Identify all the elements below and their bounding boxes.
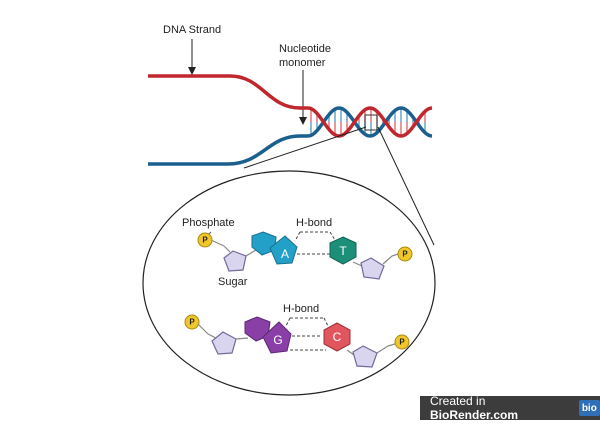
phosphate-top-right — [397, 246, 413, 262]
helix-strand-red — [307, 106, 433, 138]
label-hbond-bottom: H-bond — [283, 303, 319, 315]
adenine-ring-b — [269, 235, 298, 265]
adenine-ring-a — [251, 231, 277, 256]
base-adenine: A — [281, 247, 289, 261]
watermark-brand: BioRender.com — [430, 408, 519, 422]
label-phosphate: Phosphate — [182, 217, 235, 229]
dna-strand-red-flat — [148, 74, 308, 110]
biorender-logo: bio — [578, 400, 600, 416]
phosphate-bottom-left — [184, 314, 200, 330]
helix-strand-blue — [307, 106, 433, 138]
arrowhead-dna-strand — [188, 67, 196, 75]
guanine-ring-b — [262, 321, 292, 354]
label-hbond-top: H-bond — [296, 217, 332, 229]
sugar-bottom-left — [211, 331, 237, 355]
guanine-ring-a — [244, 316, 271, 342]
arrowhead-nucleotide — [299, 117, 307, 125]
biorender-watermark: Created in BioRender.com bio — [420, 394, 600, 422]
label-dna-strand: DNA Strand — [163, 24, 221, 36]
base-cytosine: C — [333, 330, 342, 344]
thymine-ring — [329, 236, 357, 265]
base-thymine: T — [339, 244, 347, 258]
phosphate-bottom-right — [394, 334, 410, 350]
phosphate-bottom-right-label: P — [399, 338, 405, 347]
zoom-line-right — [377, 126, 435, 246]
phosphate-top-left-label: P — [202, 236, 208, 245]
base-guanine: G — [273, 333, 282, 347]
sugar-top-left — [223, 250, 247, 272]
watermark-prefix: Created in — [430, 394, 486, 408]
dna-strand-blue-flat — [148, 134, 308, 166]
zoom-ellipse — [142, 170, 436, 396]
zoom-line-left — [243, 126, 367, 169]
sugar-bottom-right — [352, 345, 378, 368]
phosphate-bottom-left-label: P — [189, 318, 195, 327]
sugar-top-right — [360, 257, 385, 280]
zoom-box — [364, 114, 378, 131]
cytosine-ring — [323, 322, 351, 352]
label-sugar: Sugar — [218, 276, 248, 288]
phosphate-top-right-label: P — [402, 250, 408, 259]
label-nucleotide-line1: Nucleotide — [279, 43, 331, 55]
phosphate-top-left — [197, 232, 213, 248]
label-nucleotide-line2: monomer — [279, 57, 326, 69]
